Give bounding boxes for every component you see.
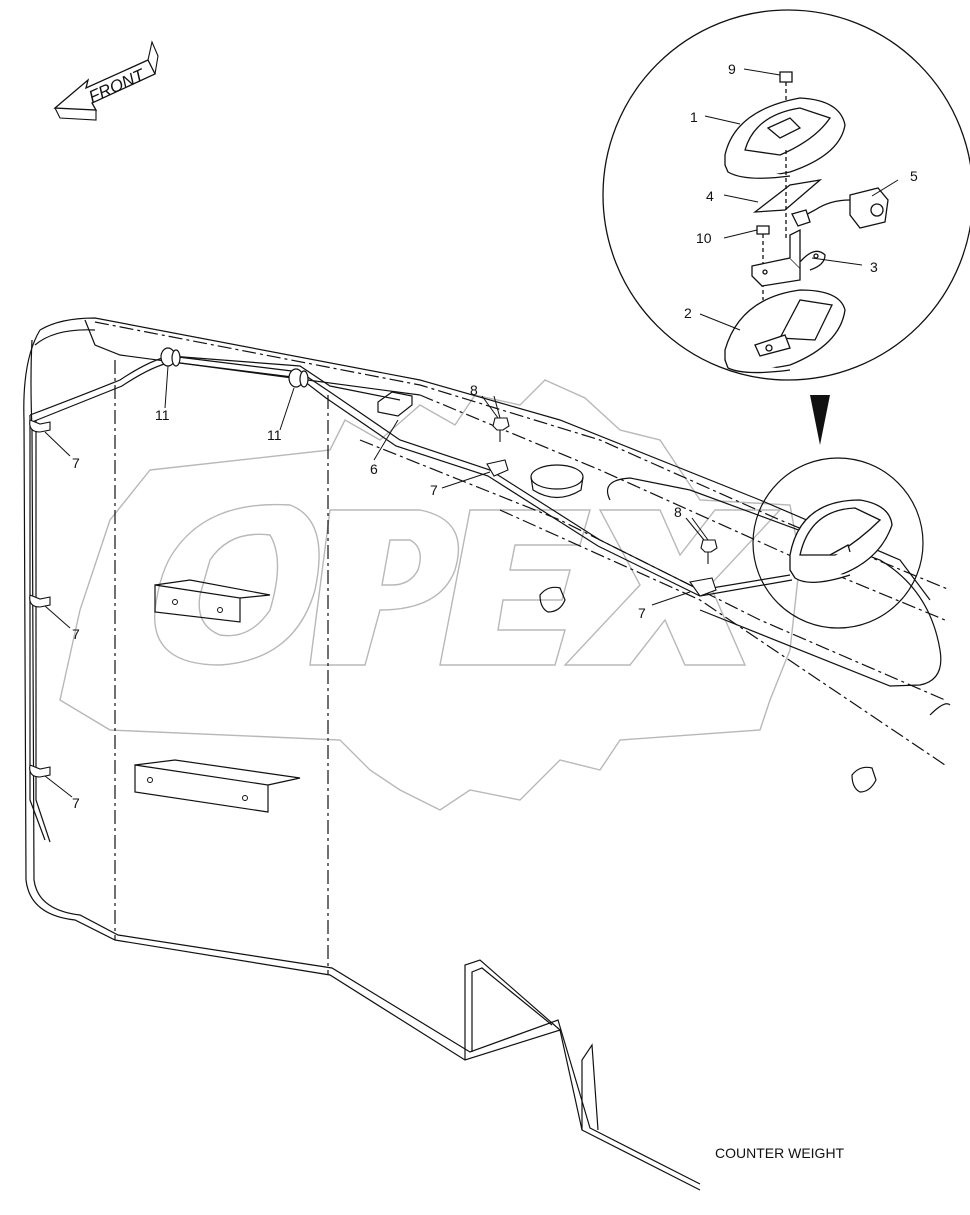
callout-2: 2 (684, 305, 692, 321)
mounting-holes (147, 599, 248, 801)
callout-8b: 8 (674, 504, 682, 520)
callout-5: 5 (910, 168, 918, 184)
bolts (492, 417, 718, 564)
watermark-letter-e (439, 509, 591, 666)
callout-4: 4 (706, 188, 714, 204)
callout-11b: 11 (267, 427, 282, 443)
lamp-installed (789, 499, 893, 583)
callout-9: 9 (728, 61, 736, 77)
callout-7c: 7 (638, 605, 646, 621)
front-arrow-shape (53, 59, 156, 111)
clamps (29, 419, 717, 778)
watermark-letter-x (563, 509, 782, 666)
watermark-letter-o (154, 503, 320, 666)
detail-arrow (810, 395, 830, 445)
front-arrow: FRONT (53, 40, 159, 121)
callout-10: 10 (696, 230, 712, 246)
front-label: FRONT (86, 65, 149, 107)
screw-9 (779, 71, 793, 83)
callout-6: 6 (370, 461, 378, 477)
watermark-gear (59, 379, 801, 811)
grommets (160, 347, 309, 388)
callout-8a: 8 (470, 382, 478, 398)
callout-1: 1 (690, 109, 698, 125)
gasket-4 (752, 178, 823, 213)
callout-7e: 7 (72, 795, 80, 811)
callout-3: 3 (870, 259, 878, 275)
callout-7b: 7 (430, 482, 438, 498)
lamp-unit-5 (849, 187, 889, 229)
counter-weight-body (23, 317, 951, 1191)
callouts: 9 1 5 4 10 3 2 8 11 11 6 7 7 8 7 7 7 (72, 61, 918, 811)
detail-circle-large (602, 9, 970, 381)
callout-11a: 11 (155, 407, 170, 423)
watermark (59, 379, 801, 811)
detail-circle-small (752, 457, 924, 629)
screw-10 (756, 225, 770, 235)
leader-lines (44, 68, 899, 798)
caption-counter-weight: COUNTER WEIGHT (715, 1145, 845, 1161)
watermark-letter-p (309, 509, 460, 666)
callout-7d: 7 (72, 626, 80, 642)
bracket-3 (751, 257, 801, 287)
wiring-harness (29, 355, 793, 843)
callout-7a: 7 (72, 455, 80, 471)
exploded-lamp-parts (724, 71, 889, 374)
